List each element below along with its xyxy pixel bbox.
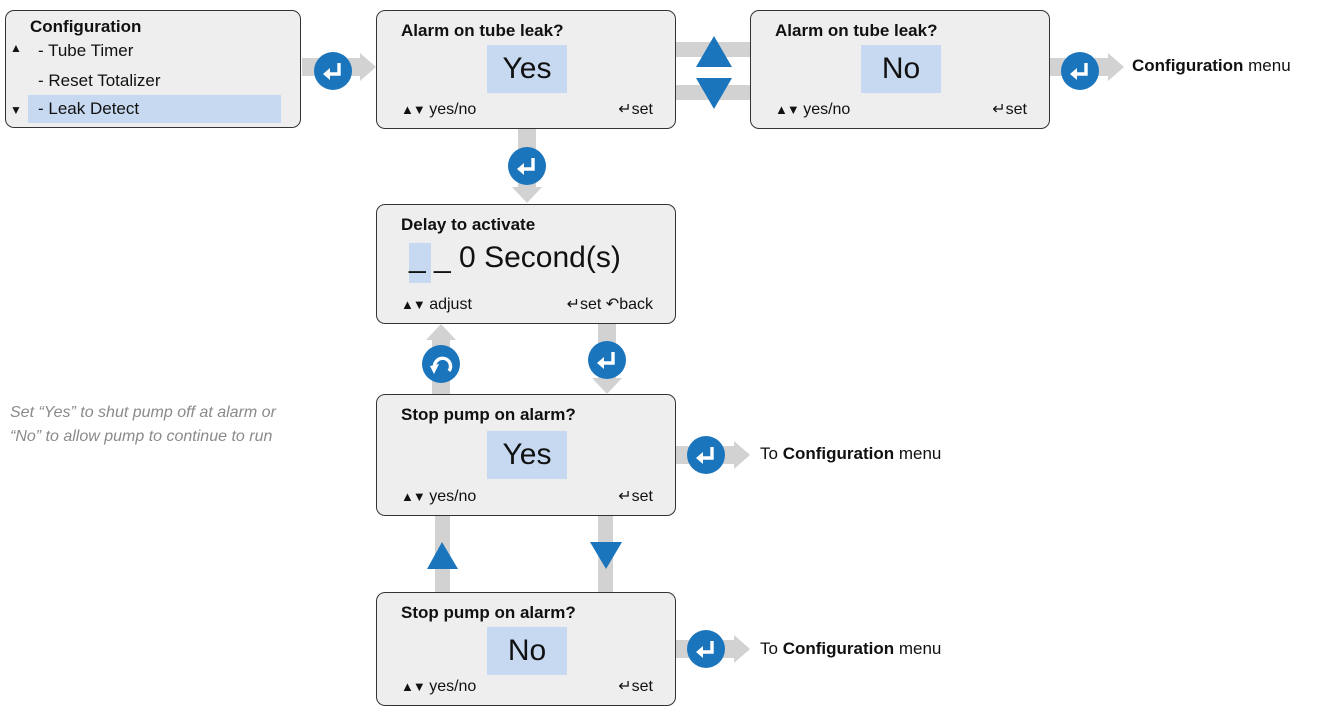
enter-button[interactable] [687,630,725,668]
stop-pump-yes-screen: Stop pump on alarm? Yes ▲▼ yes/no ↵set [376,394,676,516]
stop-pump-no-screen: Stop pump on alarm? No ▲▼ yes/no ↵set [376,592,676,706]
configuration-menu-label: Configuration menu [1132,56,1291,75]
menu-item-leak-detect[interactable]: - Leak Detect [38,99,140,118]
back-icon [430,356,453,374]
configuration-menu-screen: Configuration ▲ - Tube Timer - Reset Tot… [5,10,301,128]
value-field[interactable]: Yes [487,431,567,479]
enter-icon [323,63,341,80]
enter-button[interactable] [687,436,725,474]
digit-cursor-highlight [409,243,431,283]
enter-icon [696,641,714,658]
up-triangle-icon [427,542,458,569]
up-down-icon: ▲▼ [401,102,426,117]
hint-set: ↵set [618,101,653,118]
value-field[interactable]: No [487,627,567,675]
screen-title: Stop pump on alarm? [401,405,576,424]
hint-yes-no: ▲▼ yes/no [401,678,477,695]
screen-title: Alarm on tube leak? [401,21,564,40]
hint-yes-no: ▲▼ yes/no [401,488,477,505]
menu-selection-highlight [28,95,281,123]
up-down-icon: ▲▼ [775,102,800,117]
menu-item-tube-timer[interactable]: - Tube Timer [38,41,134,60]
alarm-leak-no-screen: Alarm on tube leak? No ▲▼ yes/no ↵set [750,10,1050,129]
enter-icon: ↵ [618,678,632,695]
value-field[interactable]: Yes [487,45,567,93]
enter-button[interactable] [1061,52,1099,90]
scroll-down-icon: ▼ [10,103,22,117]
enter-button[interactable] [588,341,626,379]
to-configuration-menu-label: To Configuration menu [760,444,942,463]
enter-icon: ↵ [618,101,632,118]
hint-set-back: ↵set ↶back [566,296,653,313]
hint-set: ↵set [618,488,653,505]
hint-set: ↵set [992,101,1027,118]
delay-to-activate-screen: Delay to activate _ _ 0 Second(s) ▲▼ adj… [376,204,676,324]
screen-title: Alarm on tube leak? [775,21,938,40]
hint-yes-no: ▲▼ yes/no [775,101,851,118]
hint-yes-no: ▲▼ yes/no [401,101,477,118]
delay-value[interactable]: _ _ 0 Second(s) [409,241,621,274]
hint-adjust: ▲▼ adjust [401,296,472,313]
enter-icon [696,447,714,464]
back-button[interactable] [422,345,460,383]
enter-icon: ↵ [618,488,632,505]
alarm-leak-yes-screen: Alarm on tube leak? Yes ▲▼ yes/no ↵set [376,10,676,129]
down-triangle-icon [696,78,732,109]
stop-pump-note: Set “Yes” to shut pump off at alarm or “… [10,404,276,445]
screen-title: Stop pump on alarm? [401,603,576,622]
scroll-up-icon: ▲ [10,41,22,55]
enter-button[interactable] [508,147,546,185]
screen-title: Delay to activate [401,215,536,234]
up-down-icon: ▲▼ [401,679,426,694]
enter-button[interactable] [314,52,352,90]
up-down-icon: ▲▼ [401,297,426,312]
enter-icon [517,158,535,175]
enter-icon: ↵ [992,101,1006,118]
value-field[interactable]: No [861,45,941,93]
enter-icon [597,352,615,369]
down-triangle-icon [590,542,622,569]
enter-icon: ↵ [566,296,580,313]
menu-item-reset-totalizer[interactable]: - Reset Totalizer [38,71,161,90]
enter-icon [1070,63,1088,80]
back-icon: ↶ [605,296,620,313]
menu-title: Configuration [30,17,142,36]
hint-set: ↵set [618,678,653,695]
up-triangle-icon [696,36,732,67]
to-configuration-menu-label: To Configuration menu [760,639,942,658]
up-down-icon: ▲▼ [401,489,426,504]
